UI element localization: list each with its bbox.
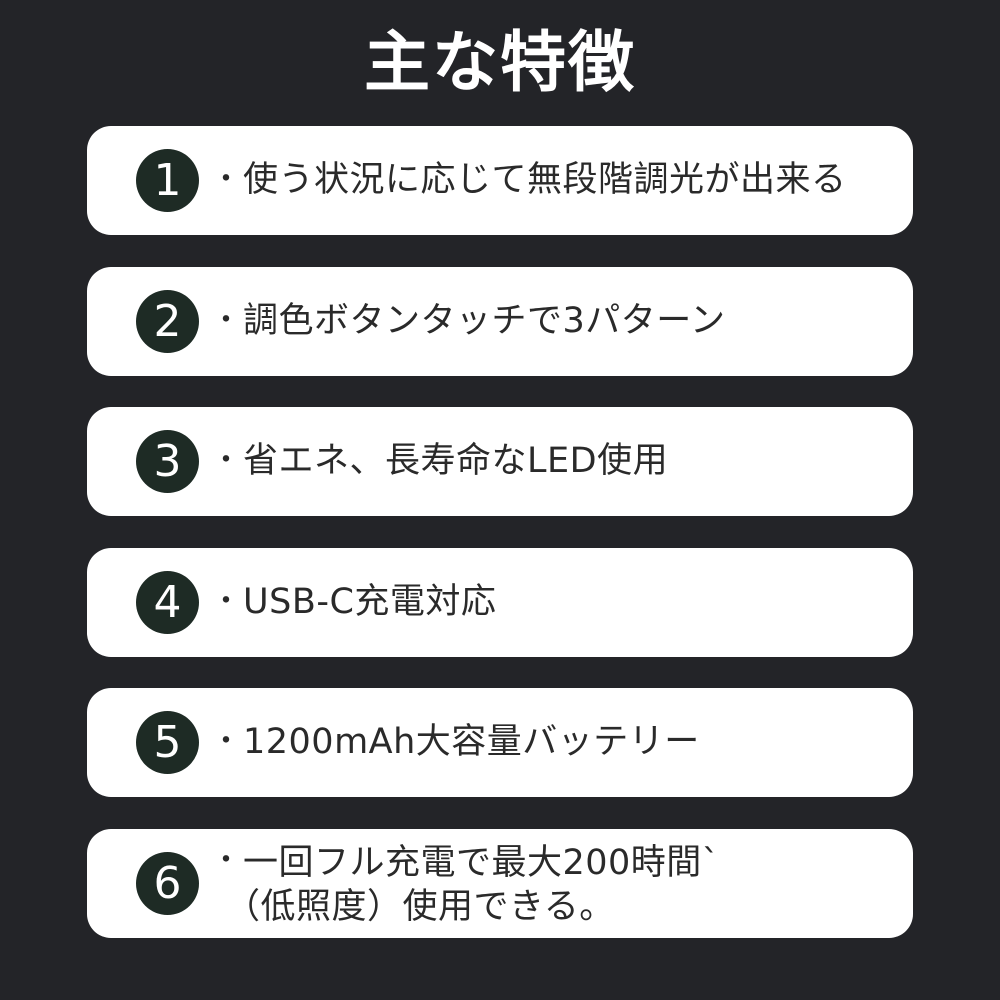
feature-text-line-1: 一回フル充電で最大200時間` — [243, 843, 720, 883]
bullet-dot: ・ — [211, 584, 241, 619]
feature-text: 調色ボタンタッチで3パターン — [243, 301, 726, 341]
number-badge: 4 — [136, 571, 199, 634]
number-badge: 2 — [136, 290, 199, 353]
feature-text: USB-C充電対応 — [243, 582, 497, 622]
feature-card-4: 4 ・ USB-C充電対応 — [87, 548, 913, 657]
page-title: 主な特徴 — [364, 24, 636, 101]
bullet-dot: ・ — [211, 162, 241, 197]
feature-text: 使う状況に応じて無段階調光が出来る — [243, 160, 847, 200]
bullet-dot: ・ — [211, 303, 241, 338]
feature-card-6: 6 ・ 一回フル充電で最大200時間` （低照度）使用できる。 — [87, 829, 913, 938]
number-badge: 1 — [136, 149, 199, 212]
feature-text: 省エネ、長寿命なLED使用 — [243, 441, 669, 481]
feature-card-1: 1 ・ 使う状況に応じて無段階調光が出来る — [87, 126, 913, 235]
bullet-dot: ・ — [211, 724, 241, 759]
feature-card-2: 2 ・ 調色ボタンタッチで3パターン — [87, 267, 913, 376]
number-badge: 6 — [136, 852, 199, 915]
number-badge: 3 — [136, 430, 199, 493]
bullet-dot: ・ — [211, 843, 241, 878]
feature-text-line-2: （低照度）使用できる。 — [225, 887, 615, 927]
feature-text: 一回フル充電で最大200時間` （低照度）使用できる。 — [225, 841, 720, 927]
number-badge: 5 — [136, 711, 199, 774]
feature-card-5: 5 ・ 1200mAh大容量バッテリー — [87, 688, 913, 797]
feature-card-3: 3 ・ 省エネ、長寿命なLED使用 — [87, 407, 913, 516]
feature-text: 1200mAh大容量バッテリー — [243, 722, 700, 762]
bullet-dot: ・ — [211, 443, 241, 478]
